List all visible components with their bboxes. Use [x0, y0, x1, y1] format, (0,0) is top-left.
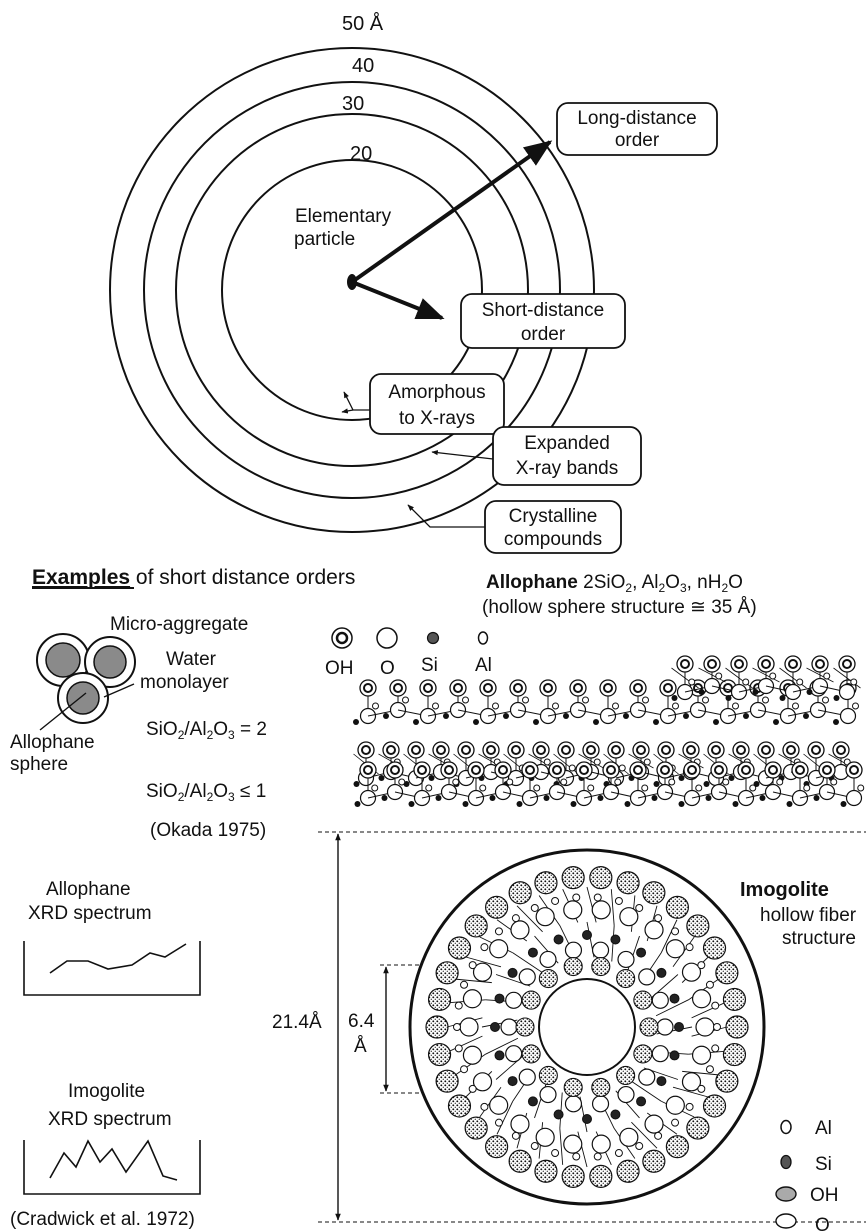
water-monolayer-line1: Water: [166, 649, 217, 670]
ring-label-20: 20: [350, 143, 372, 165]
concentric-rings: [109, 47, 595, 533]
allophane-title: Allophane 2SiO2, Al2O3, nH2O: [486, 572, 743, 595]
imogolite-inner-cavity: [538, 978, 636, 1076]
callout-short-distance: Short-distance order: [460, 293, 626, 349]
svg-text:to X-rays: to X-rays: [399, 408, 475, 429]
legend-si: Si: [421, 655, 438, 676]
allophane-legend: OH O Si Al: [325, 627, 492, 679]
allophane-xrd-line1: Allophane: [46, 879, 131, 900]
imogolite-legend: Al Si OH O: [775, 1118, 839, 1232]
allophane-structure: [353, 655, 865, 807]
svg-text:order: order: [615, 130, 660, 151]
svg-text:Crystalline: Crystalline: [509, 506, 598, 527]
examples-heading-bold: Examples: [32, 566, 130, 589]
allophane-note: (hollow sphere structure ≅ 35 Å): [482, 597, 757, 618]
allophane-sphere-line2: sphere: [10, 754, 68, 775]
legend-o: O: [380, 658, 395, 679]
long-distance-arrow: [350, 140, 553, 284]
callout-expanded: Expanded X-ray bands: [431, 426, 642, 486]
svg-text:Expanded: Expanded: [524, 433, 610, 454]
ring-50: [109, 47, 595, 533]
imo-legend-o: O: [815, 1215, 830, 1232]
ring-label-30: 30: [342, 93, 364, 115]
citation-okada: (Okada 1975): [150, 820, 266, 841]
imogolite-title: Imogolite: [740, 879, 829, 901]
legend-al: Al: [475, 655, 492, 676]
imo-legend-si: Si: [815, 1154, 832, 1175]
allophane-chain: [671, 655, 861, 701]
ring-label-50: 50 Å: [342, 12, 384, 35]
ring-20: [221, 159, 483, 421]
imogolite-desc-line1: hollow fiber: [760, 905, 857, 926]
legend-oh: OH: [325, 658, 354, 679]
ring-40: [143, 81, 561, 499]
callout-crystalline: Crystalline compounds: [407, 500, 622, 554]
svg-text:order: order: [521, 324, 566, 345]
allophane-sphere-line1: Allophane: [10, 732, 95, 753]
svg-text:X-ray bands: X-ray bands: [516, 458, 618, 479]
imogolite-xrd-spectrum: [23, 1139, 201, 1195]
ratio-2: SiO2/Al2O3 ≤ 1: [146, 781, 266, 804]
allophane-chain: [353, 679, 859, 725]
imo-legend-oh: OH: [810, 1185, 839, 1206]
imogolite-desc-line2: structure: [782, 928, 856, 949]
imogolite-xrd-line2: XRD spectrum: [48, 1109, 172, 1130]
allophane-xrd-spectrum: [23, 941, 201, 996]
callout-amorphous: Amorphous to X-rays: [341, 373, 505, 435]
allophane-formula: 2SiO2, Al2O3, nH2O: [583, 572, 743, 595]
svg-text:compounds: compounds: [504, 529, 602, 550]
imo-legend-al: Al: [815, 1118, 832, 1139]
svg-text:Long-distance: Long-distance: [577, 108, 696, 129]
svg-text:Amorphous: Amorphous: [388, 382, 485, 403]
citation-cradwick: (Cradwick et al. 1972): [10, 1209, 195, 1230]
svg-text:Short-distance: Short-distance: [482, 300, 605, 321]
center-label-line1: Elementary: [295, 206, 392, 227]
imogolite-structure: [425, 866, 749, 1188]
imogolite-xrd-line1: Imogolite: [68, 1081, 145, 1102]
micro-aggregate-label: Micro-aggregate: [110, 614, 248, 635]
outer-dimension-label: 21.4Å: [272, 1012, 322, 1033]
ratio-1: SiO2/Al2O3 = 2: [146, 719, 267, 742]
allophane-chain: [354, 761, 865, 807]
micro-aggregate: [36, 633, 136, 731]
short-distance-arrow: [351, 280, 445, 320]
water-monolayer-line2: monolayer: [140, 672, 229, 693]
callout-long-distance: Long-distance order: [556, 102, 718, 156]
inner-dimension-line1: 6.4: [348, 1011, 375, 1032]
ring-30: [175, 113, 529, 467]
examples-heading: Examples of short distance orders: [32, 566, 355, 589]
ring-label-40: 40: [352, 55, 374, 77]
allophane-xrd-line2: XRD spectrum: [28, 903, 152, 924]
inner-dimension-line2: Å: [354, 1036, 367, 1057]
center-label-line2: particle: [294, 229, 355, 250]
